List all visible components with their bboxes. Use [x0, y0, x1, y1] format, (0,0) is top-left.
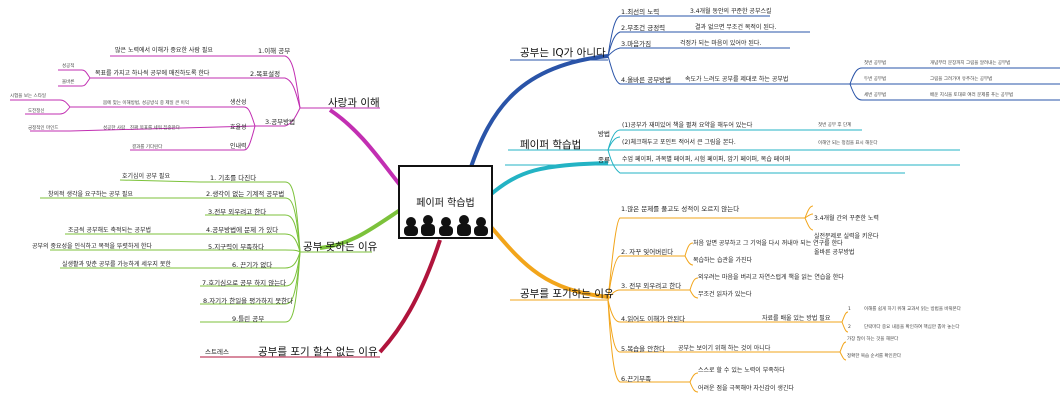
giveup-item-1-sub-2: 실전문제로 실력을 키운다	[814, 233, 879, 240]
cannot-item-2-detail: 창의적 생각을 요구하는 공부 필요	[48, 191, 133, 198]
cannot-item-6[interactable]: 6. 끈기가 없다	[232, 261, 273, 269]
giveup-item-4-notetext-2: 단락마다 중요 내용을 확인하여 핵심만 뽑아 놓는다	[864, 325, 960, 330]
love-item-3[interactable]: 3.공부방법	[265, 118, 296, 126]
branch-cannot-title[interactable]: 공부 못하는 이유	[303, 241, 378, 253]
cannot-item-4[interactable]: 4.공부방법에 문제 가 있다	[206, 226, 279, 234]
paper-method-2-note: 이해안 되는 정점을 표시 해둔다	[818, 141, 878, 146]
branch-iq-line	[468, 54, 609, 171]
giveup-item-6-sub-1: 스스로 할 수 있는 노력이 부족하다	[698, 367, 785, 374]
cannot-item-9[interactable]: 9.틀린 공부	[232, 315, 265, 323]
iq-item-4[interactable]: 4.올바른 공부방법	[621, 76, 672, 84]
branch-cannot-line	[319, 208, 402, 250]
cannot-item-3[interactable]: 3.전부 외우려고 한다	[208, 208, 267, 216]
giveup-item-3[interactable]: 3. 전부 외우려고 한다	[621, 282, 682, 290]
giveup-item-5[interactable]: 5.복습을 안한다	[621, 345, 666, 353]
cannot-top-detail: 호기심이 공부 필요	[122, 173, 170, 180]
audience-silhouette-icon	[404, 215, 488, 236]
giveup-item-4-note-2: 2	[848, 325, 851, 330]
branch-giveup-title[interactable]: 공부를 포기하는 이유	[520, 288, 614, 300]
cannot-item-2[interactable]: 2.생각이 없는 기계적 공부법	[206, 190, 285, 198]
reason-detail: 스트레스	[205, 348, 229, 356]
center-title: 페이퍼 학습법	[416, 198, 475, 209]
love-item-3-sub-2: 효율성	[230, 124, 247, 131]
branch-reason-title[interactable]: 공부를 포기 할수 없는 이유	[258, 346, 378, 358]
love-item-3-subdetail-2: 성공한 사람	[103, 126, 126, 131]
giveup-item-3-sub-2: 무조건 읽자가 있는다	[698, 291, 752, 298]
love-note-2: 도전정신	[28, 109, 45, 114]
love-item-2-sub-1: 성공적	[62, 64, 75, 69]
giveup-item-6-sub-2: 어려운 점을 극복해야 자신감이 생긴다	[698, 385, 794, 392]
paper-method-1-note: 첫번 공부 후 단계	[818, 123, 852, 128]
love-item-3-subdetail-1: 몸에 맞는 이해방법, 성공방식 중 제일 큰 이익	[103, 101, 189, 106]
iq-item-1-detail: 3.4개월 동안의 꾸준한 공부스킬	[690, 8, 772, 15]
iq-item-3-detail: 걱정가 되는 마음이 있어야 된다.	[680, 40, 762, 47]
iq-item-2[interactable]: 2.무조건 긍정력	[621, 24, 666, 32]
giveup-item-1-sub-3: 올바른 공부방법	[814, 249, 855, 256]
cannot-item-5-detail: 공부의 중요성을 인식하고 목적을 뚜렷하게 한다	[32, 243, 152, 250]
giveup-item-4[interactable]: 4.읽어도 이해가 안된다	[621, 315, 686, 323]
giveup-item-5-note-2: 정확한 복습 순서를 확인한다	[847, 354, 901, 359]
iq-item-3[interactable]: 3.마음가짐	[621, 40, 652, 48]
branch-giveup-line	[483, 218, 609, 299]
giveup-item-6[interactable]: 6.끈기부족	[621, 375, 652, 383]
iq-item-2-detail: 결과 없으면 무조건 목적이 된다.	[695, 24, 777, 31]
giveup-item-5-note-1: 가장 많이 하는 것을 해본다	[847, 337, 899, 342]
branch-reason-line	[378, 239, 442, 354]
love-item-3-sub-1: 생산성	[230, 99, 247, 106]
iq-sub-1-detail: 개념부터 문장까지 그림을 알려내는 공부법	[930, 61, 1011, 66]
paper-method-2: (2)체크해두고 포인트 적어서 큰 그림을 본다.	[622, 139, 736, 146]
giveup-item-5-sub-1: 공부는 보이기 위해 하는 것이 아니다	[678, 345, 771, 352]
love-item-2[interactable]: 2.목표설정	[250, 70, 281, 78]
giveup-item-1-sub-1: 3.4개월 간의 꾸준한 노력	[814, 215, 879, 222]
iq-sub-2-detail: 그림을 그려가며 유추하는 공부법	[930, 77, 993, 82]
love-item-2-sub-2: 올바른	[62, 80, 75, 85]
giveup-item-2-sub-1: 처음 알면 공부하고 그 기억을 다시 꺼내야 되는 연구를 한다	[693, 240, 843, 247]
love-note-1: 시험을 보는 스타일	[10, 94, 46, 99]
paper-row-kind[interactable]: 종류	[598, 156, 610, 164]
paper-kind-list: 수업 페이퍼, 과목별 페이퍼, 시험 페이퍼, 암기 페이퍼, 복습 페이퍼	[622, 156, 791, 163]
cannot-item-4-detail: 조금씩 공부해도 축적되는 공부법	[68, 227, 152, 234]
branch-paper-title[interactable]: 페이퍼 학습법	[520, 139, 582, 151]
paper-method-1: (1)공부가 재미있어 책을 펼쳐 요약을 해두어 있는다	[622, 122, 753, 129]
iq-sub-3: 세번 공부법	[864, 93, 887, 98]
giveup-item-2-sub-2: 복습하는 습관을 가진다	[693, 257, 753, 264]
iq-sub-3-detail: 배운 지식을 토대로 여러 문제를 푸는 공부법	[930, 93, 1014, 98]
love-note-4: 결과를 기다린다	[132, 145, 163, 150]
branch-iq-title[interactable]: 공부는 IQ가 아니다	[520, 47, 606, 59]
giveup-item-4-sub-1: 자료를 배울 있는 방법 필요	[762, 315, 831, 322]
branch-paper-line	[488, 161, 609, 197]
giveup-item-3-sub-1: 외우려는 마음을 버리고 자연스럽게 책을 읽는 연습을 한다	[698, 274, 844, 281]
branch-love-title[interactable]: 사랑과 이해	[328, 97, 380, 109]
giveup-item-1[interactable]: 1.많은 문제를 풀고도 성적이 오르지 않는다	[621, 205, 740, 213]
love-item-3-subdetail-3: 진짜 목표를 세워 집중한다	[130, 126, 180, 131]
cannot-item-7[interactable]: 7.호기심으로 공부 하지 않는다	[202, 279, 287, 287]
love-item-1[interactable]: 1.이해 공부	[258, 47, 291, 55]
paper-row-method[interactable]: 방법	[598, 130, 610, 138]
iq-item-4-detail: 속도가 느려도 공부를 제대로 하는 공부법	[685, 76, 789, 83]
cannot-item-6-detail: 실생활과 맞춘 공부를 가능하게 세우지 못한	[62, 261, 171, 268]
giveup-item-4-note-1: 1	[848, 307, 851, 312]
branch-love-line	[328, 108, 402, 187]
giveup-item-4-notetext-1: 이해를 쉽게 하기 위해 교과서 읽는 방법을 바꿔본다	[864, 307, 961, 312]
iq-sub-1: 첫번 공부법	[864, 61, 887, 66]
giveup-item-2[interactable]: 2. 자꾸 잊어버린다	[621, 248, 674, 256]
cannot-item-5[interactable]: 5.지구력이 부족하다	[208, 243, 265, 251]
love-item-2-detail: 목표를 가지고 하나씩 공부에 매진하도록 한다	[95, 70, 210, 77]
love-note-3: 긍정적인 마인드	[28, 126, 59, 131]
love-item-1-detail: 많은 노력에서 이해가 중요한 사람 필요	[115, 47, 213, 54]
cannot-item-1[interactable]: 1. 기초를 다진다	[210, 174, 257, 182]
cannot-item-8[interactable]: 8.자기가 한일을 평가하지 못한다	[203, 297, 294, 305]
center-node[interactable]: 페이퍼 학습법	[398, 165, 493, 239]
iq-item-1[interactable]: 1.최선의 노력	[621, 8, 660, 16]
love-item-3-sub-3: 인내력	[230, 143, 247, 150]
iq-sub-2: 두번 공부법	[864, 77, 887, 82]
